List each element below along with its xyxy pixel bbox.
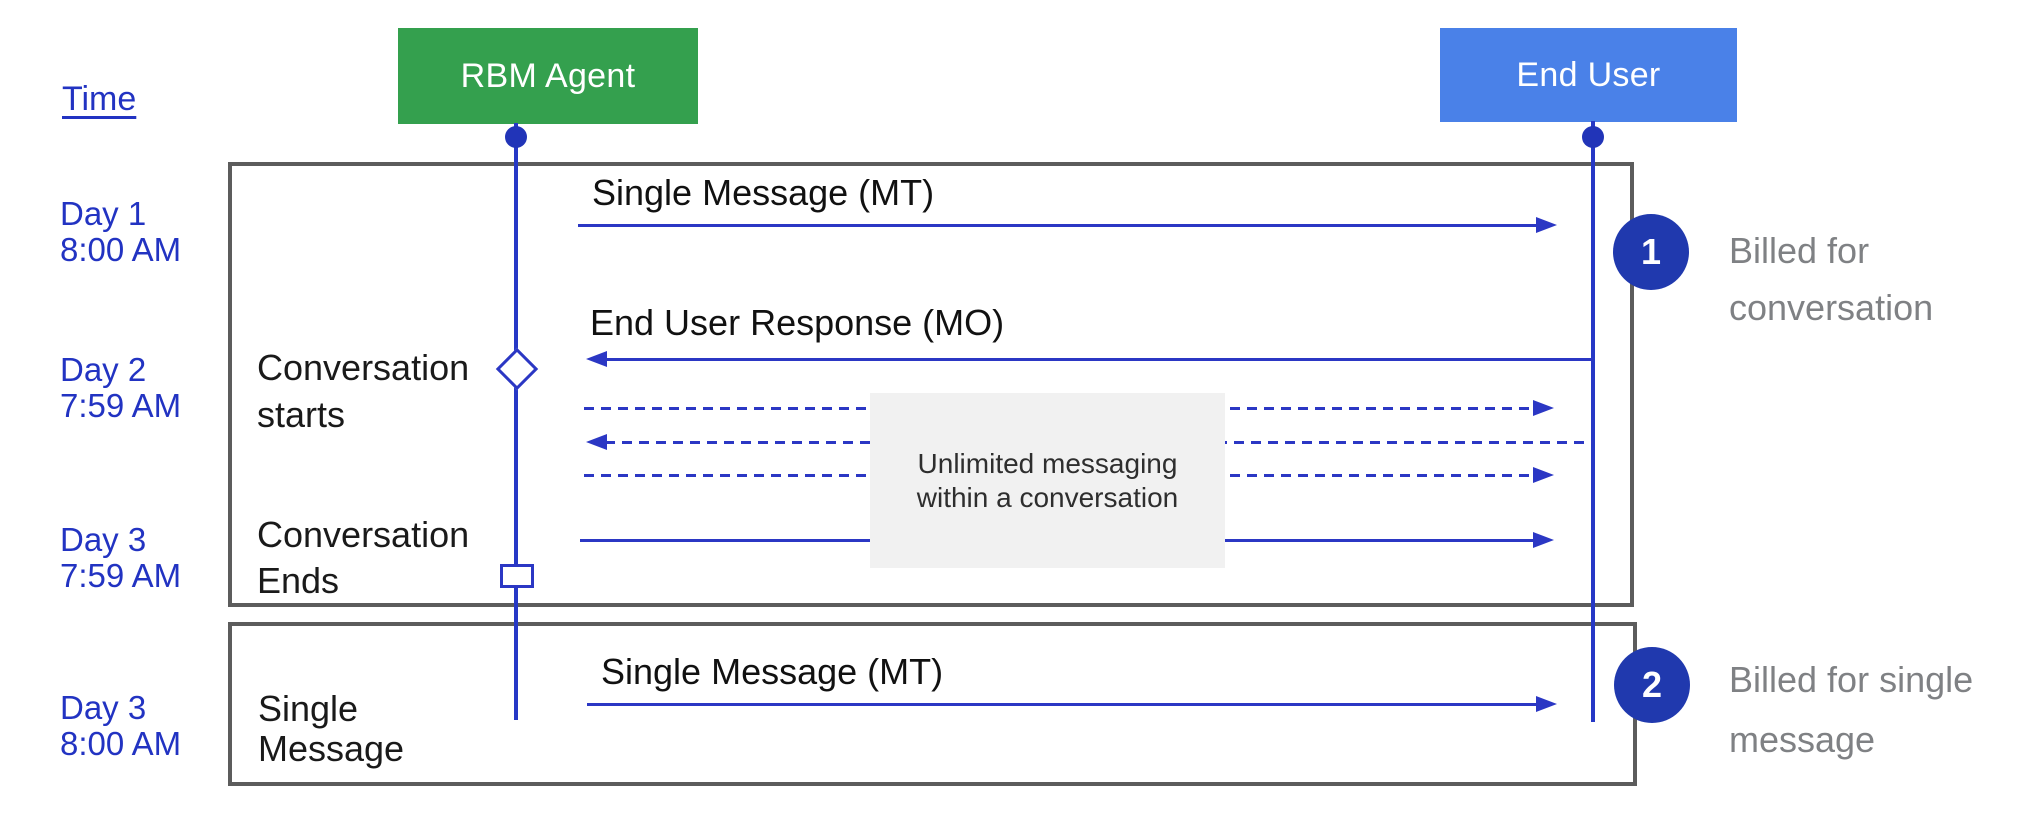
billing-badge-2: 2 (1614, 647, 1690, 723)
timestamp-time: 8:00 AM (60, 231, 182, 268)
rbm-agent-box: RBM Agent (398, 28, 698, 124)
billing-label-1-line1: Billed for (1729, 230, 1870, 271)
end-user-label: End User (1516, 55, 1661, 94)
billing-badge-1-number: 1 (1640, 231, 1662, 272)
mo-arrow (586, 351, 1593, 367)
message-label-mt2: Single Message (MT) (601, 651, 944, 692)
timestamp-day2: Day 2 7:59 AM (60, 352, 181, 424)
arrowhead-right-icon (1536, 696, 1557, 712)
arrow-shaft (605, 358, 1593, 361)
conversation-starts-label: Conversation starts (257, 344, 469, 438)
timestamp-time: 8:00 AM (60, 725, 182, 762)
arrowhead-right-icon (1533, 532, 1554, 548)
mt2-arrow (587, 696, 1557, 712)
timestamp-day: Day 3 (60, 689, 147, 726)
end-user-box: End User (1440, 28, 1737, 122)
note-line1: Unlimited messaging (917, 447, 1178, 479)
billing-badge-2-number: 2 (1641, 664, 1663, 705)
timestamp-day3-759: Day 3 7:59 AM (60, 522, 181, 594)
arrowhead-left-icon (586, 434, 607, 450)
timestamp-day: Day 3 (60, 521, 147, 558)
arrowhead-right-icon (1536, 217, 1557, 233)
timestamp-time: 7:59 AM (60, 557, 182, 594)
agent-lifeline-dot-icon (505, 126, 527, 148)
billing-label-2-line1: Billed for single (1729, 659, 1974, 700)
billing-badge-1: 1 (1613, 214, 1689, 290)
mt1-arrow (578, 217, 1557, 233)
note-line2: within a conversation (916, 481, 1179, 513)
message-label-mo: End User Response (MO) (590, 302, 1005, 343)
single-message-annotation: Single Message (258, 689, 404, 769)
billing-label-2-line2: message (1729, 719, 1876, 760)
timestamp-day: Day 2 (60, 351, 147, 388)
single-message-line1: Single (258, 688, 359, 729)
conversation-ends-label: Conversation Ends (257, 512, 469, 604)
timestamp-day: Day 1 (60, 195, 147, 232)
conversation-starts-line2: starts (257, 394, 346, 435)
user-lifeline (1591, 121, 1595, 722)
billing-label-1-line2: conversation (1729, 287, 1934, 328)
timestamp-day1: Day 1 8:00 AM (60, 196, 181, 268)
rbm-agent-label: RBM Agent (460, 56, 636, 95)
billing-label-2: Billed for single message (1729, 650, 1973, 770)
conversation-end-square-icon (500, 564, 534, 588)
billing-label-1: Billed for conversation (1729, 222, 1933, 336)
unlimited-messaging-note: Unlimited messaging within a conversatio… (870, 393, 1225, 568)
timestamp-time: 7:59 AM (60, 387, 182, 424)
arrowhead-right-icon (1533, 467, 1554, 483)
conversation-ends-line1: Conversation (257, 514, 470, 555)
conversation-ends-line2: Ends (257, 560, 340, 601)
time-axis-label: Time (62, 80, 137, 118)
arrowhead-right-icon (1533, 400, 1554, 416)
conversation-starts-line1: Conversation (257, 347, 470, 388)
agent-lifeline (514, 123, 518, 720)
arrow-shaft (578, 224, 1538, 227)
conversation-frame (228, 162, 1634, 607)
message-label-mt1: Single Message (MT) (592, 172, 935, 213)
single-message-line2: Message (258, 728, 405, 769)
timestamp-day3-800: Day 3 8:00 AM (60, 690, 181, 762)
user-lifeline-dot-icon (1582, 126, 1604, 148)
arrow-shaft (587, 703, 1538, 706)
arrowhead-left-icon (586, 351, 607, 367)
